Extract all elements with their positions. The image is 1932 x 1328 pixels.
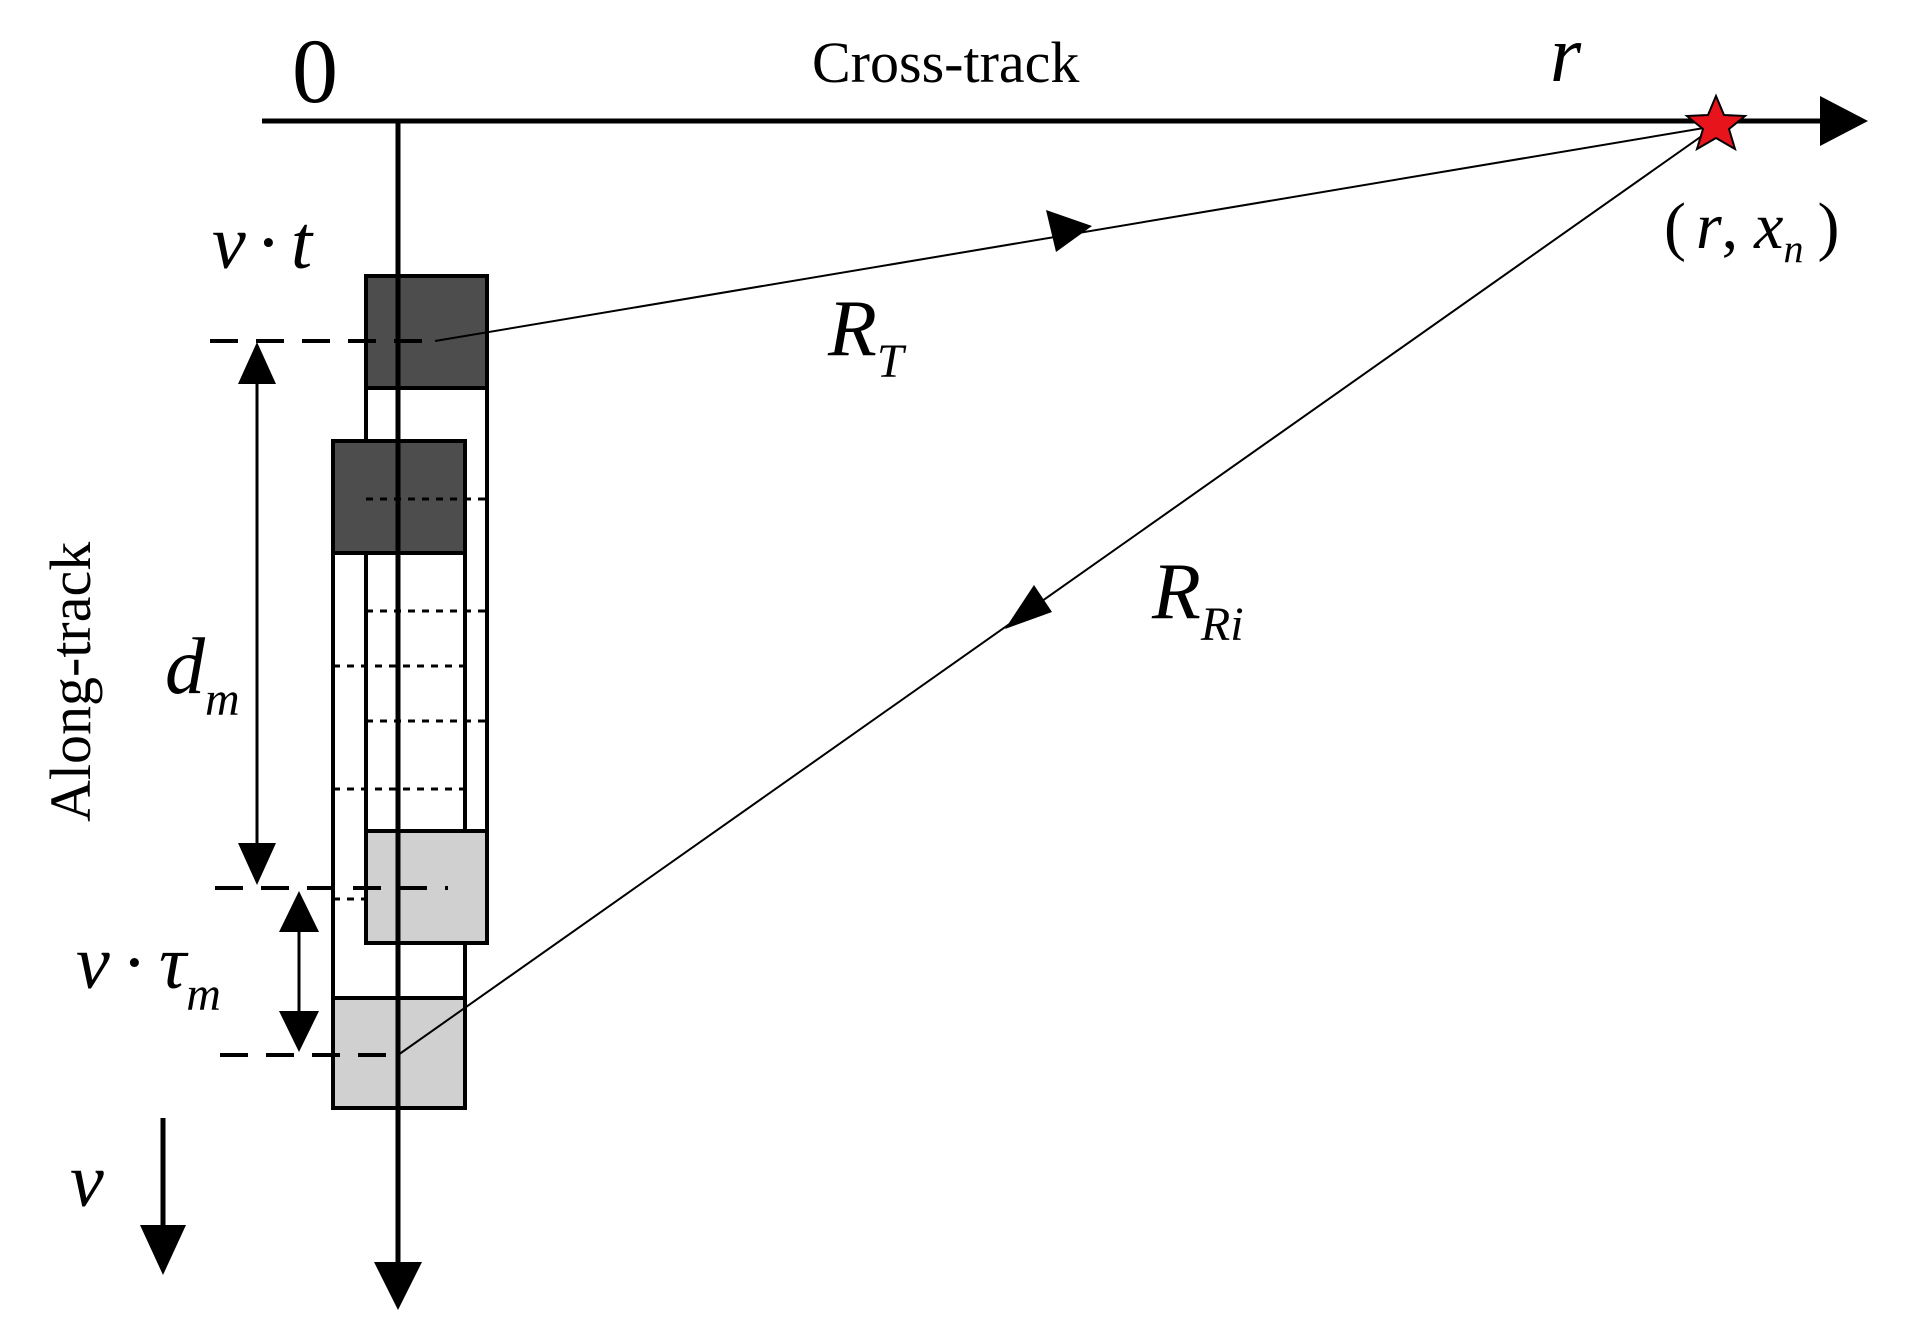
dm-arrowhead-top bbox=[238, 342, 276, 384]
dm-arrowhead-bottom bbox=[238, 843, 276, 885]
receive-path-line bbox=[397, 125, 1717, 1056]
red-star-icon bbox=[1684, 93, 1748, 152]
range-axis-label: r bbox=[1550, 11, 1582, 99]
cross-track-axis-arrowhead bbox=[1820, 96, 1868, 146]
along-track-label: Along-track bbox=[38, 542, 103, 822]
vtau-arrowhead-top bbox=[279, 891, 319, 932]
transmit-path-arrowhead bbox=[1046, 210, 1092, 252]
vtau-arrowhead-bottom bbox=[279, 1011, 319, 1052]
origin-label: 0 bbox=[292, 20, 338, 122]
rt-label: RT bbox=[827, 285, 907, 388]
element-dotted-lines bbox=[333, 497, 487, 901]
target-coordinate-label: (r,xn) bbox=[1664, 190, 1839, 271]
dashed-reference-lines bbox=[210, 339, 448, 1057]
vtau-label: v·τm bbox=[76, 921, 221, 1021]
along-track-axis-arrowhead bbox=[374, 1262, 422, 1310]
cross-track-label: Cross-track bbox=[812, 30, 1079, 95]
dm-label: dm bbox=[165, 623, 240, 726]
velocity-label: v bbox=[70, 1139, 104, 1223]
receive-path-arrowhead bbox=[1005, 585, 1052, 629]
velocity-arrowhead bbox=[140, 1225, 186, 1275]
transmitter-box-top bbox=[364, 274, 489, 390]
vt-label: v·t bbox=[212, 201, 314, 285]
rri-label: RRi bbox=[1151, 548, 1244, 651]
